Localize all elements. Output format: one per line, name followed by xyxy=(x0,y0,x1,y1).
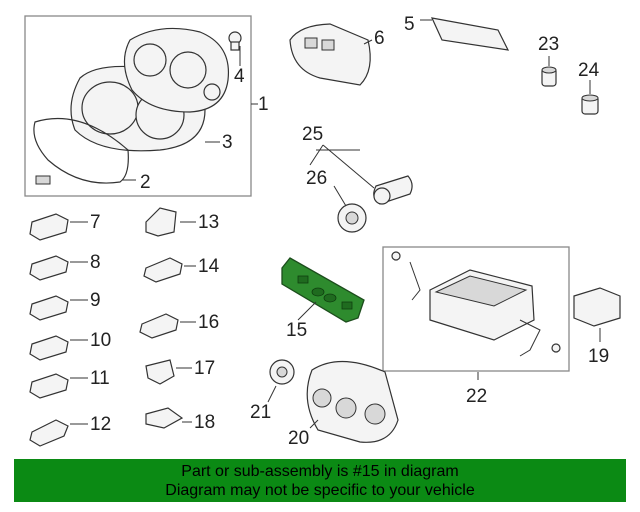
part-10-switch[interactable] xyxy=(29,335,69,361)
callout-17: 17 xyxy=(194,358,215,379)
part-6-vent-bezel[interactable] xyxy=(289,23,371,86)
part-21-sensor[interactable] xyxy=(269,359,295,385)
part-13-switch[interactable] xyxy=(145,207,177,237)
callout-18: 18 xyxy=(194,412,215,433)
callout-20: 20 xyxy=(288,428,309,449)
callout-6: 6 xyxy=(374,28,385,49)
callout-16: 16 xyxy=(198,312,219,333)
part-18-switch[interactable] xyxy=(145,407,184,429)
callout-10: 10 xyxy=(90,330,111,351)
callout-7: 7 xyxy=(90,212,101,233)
part-1-gauge-face[interactable] xyxy=(123,27,230,113)
callout-12: 12 xyxy=(90,414,111,435)
leader-lines xyxy=(70,19,601,429)
callout-19: 19 xyxy=(588,346,609,367)
callout-13: 13 xyxy=(198,212,219,233)
callout-3: 3 xyxy=(222,132,233,153)
callout-15: 15 xyxy=(286,320,307,341)
callout-5: 5 xyxy=(404,14,415,35)
callout-1: 1 xyxy=(258,94,269,115)
callout-2: 2 xyxy=(140,172,151,193)
callout-22: 22 xyxy=(466,386,487,407)
part-9-switch[interactable] xyxy=(29,295,69,321)
info-banner: Part or sub-assembly is #15 in diagram D… xyxy=(14,459,626,502)
part-15-control-panel[interactable] xyxy=(281,257,365,323)
part-2-lens[interactable] xyxy=(33,117,129,185)
radio-group-frame xyxy=(382,246,570,372)
part-11-switch[interactable] xyxy=(29,373,69,399)
cluster-group-frame xyxy=(24,15,252,197)
part-5-switch-strip[interactable] xyxy=(430,17,510,51)
part-19-module[interactable] xyxy=(573,287,621,327)
callout-21: 21 xyxy=(250,402,271,423)
part-7-switch[interactable] xyxy=(29,213,69,241)
callout-8: 8 xyxy=(90,252,101,273)
callout-9: 9 xyxy=(90,290,101,311)
part-22-radio-unit[interactable] xyxy=(391,251,561,357)
part-26-ignition-ring[interactable] xyxy=(337,203,367,233)
banner-line-2: Diagram may not be specific to your vehi… xyxy=(165,482,475,499)
part-16-switch[interactable] xyxy=(139,313,179,339)
callout-26: 26 xyxy=(306,168,327,189)
callout-11: 11 xyxy=(90,368,110,389)
part-4-bulb[interactable] xyxy=(228,31,242,51)
part-25-ignition-cylinder[interactable] xyxy=(373,175,413,205)
banner-line-1: Part or sub-assembly is #15 in diagram xyxy=(181,463,459,480)
part-8-switch[interactable] xyxy=(29,255,69,281)
part-20-climate-control[interactable] xyxy=(306,360,399,443)
callout-4: 4 xyxy=(234,66,245,87)
callout-14: 14 xyxy=(198,256,220,277)
part-24-knob[interactable] xyxy=(581,94,599,115)
part-17-switch[interactable] xyxy=(145,359,175,385)
part-12-switch[interactable] xyxy=(29,419,69,447)
part-14-switch[interactable] xyxy=(143,257,183,283)
callout-25: 25 xyxy=(302,124,323,145)
callout-23: 23 xyxy=(538,34,559,55)
callout-24: 24 xyxy=(578,60,600,81)
part-23-knob[interactable] xyxy=(541,66,557,87)
